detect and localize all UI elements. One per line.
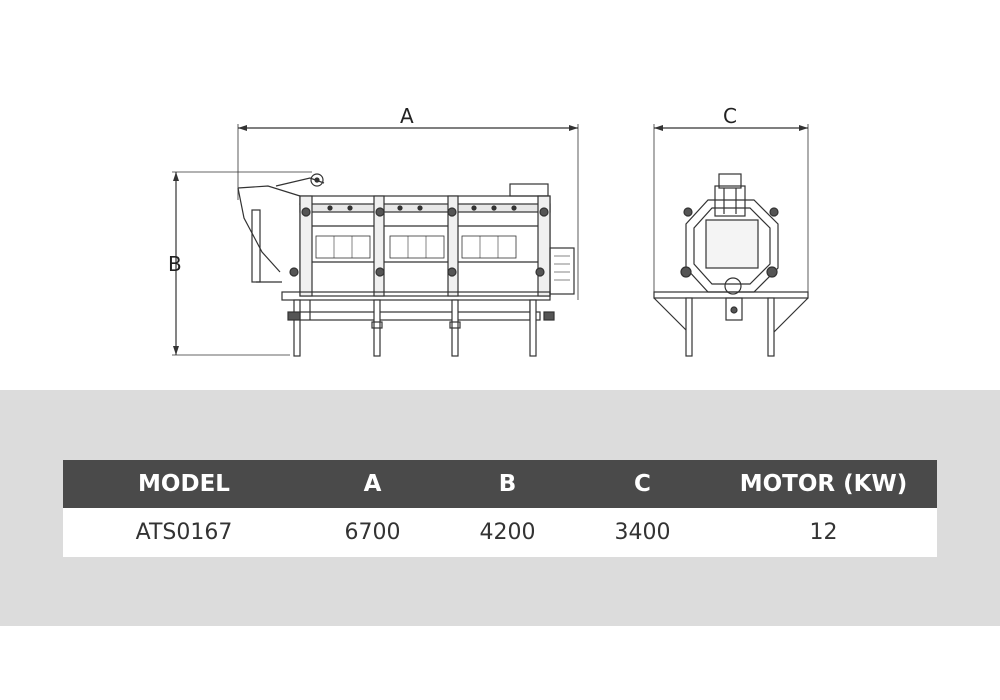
header-b: B <box>498 471 517 497</box>
header-a: A <box>363 471 382 497</box>
cell-b: 4200 <box>479 520 536 545</box>
dimension-c-line <box>653 124 809 295</box>
spec-table-header: MODEL A B C MOTOR (KW) <box>63 460 937 508</box>
technical-drawing: A B C <box>168 104 809 357</box>
dimension-a-label: A <box>400 104 414 128</box>
cell-a: 6700 <box>344 520 401 545</box>
cell-model: ATS0167 <box>135 520 233 545</box>
cell-c: 3400 <box>614 520 671 545</box>
dimension-a-line <box>237 124 579 300</box>
spec-table: MODEL A B C MOTOR (KW) ATS0167 6700 4200… <box>63 460 937 557</box>
end-view-machine <box>653 173 809 357</box>
table-row: ATS0167 6700 4200 3400 12 <box>63 508 937 557</box>
dimension-c-label: C <box>723 104 737 128</box>
header-c: C <box>634 471 651 497</box>
header-model: MODEL <box>138 471 230 497</box>
header-motor: MOTOR (KW) <box>739 471 908 497</box>
dimension-b-line <box>172 171 312 356</box>
cell-motor: 12 <box>809 520 838 545</box>
machine-drawing-svg <box>172 124 809 357</box>
dimension-b-label: B <box>168 252 182 276</box>
side-view-machine <box>237 173 575 357</box>
